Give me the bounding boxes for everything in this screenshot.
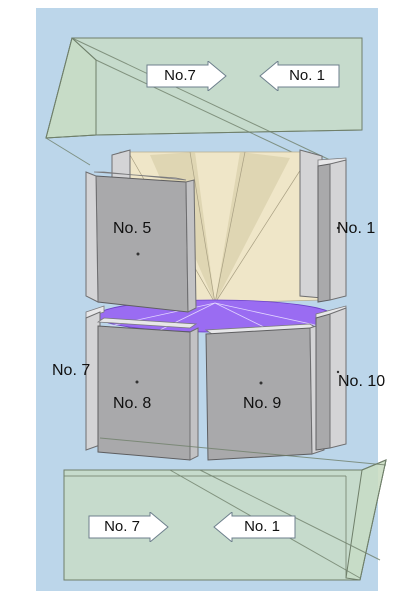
top-arrow-no7-label: No.7 (164, 67, 196, 84)
block-no1 (317, 157, 347, 303)
block-no9 (204, 323, 325, 461)
label-no8: No. 8 (113, 395, 152, 412)
center-dot-no9 (259, 381, 263, 385)
top-arrow-no1-label: No. 1 (289, 67, 325, 84)
center-dot-no1 (336, 226, 340, 230)
center-dot-no5 (136, 252, 140, 256)
top-arrow-no1: No. 1 (258, 61, 340, 91)
block-no10 (315, 305, 347, 451)
center-dot-no10 (336, 370, 340, 374)
top-prism (45, 37, 363, 171)
bottom-arrow-no7: No. 7 (88, 512, 170, 542)
label-no5: No. 5 (113, 220, 152, 237)
label-no1: No. 1 (337, 220, 376, 237)
label-no10: No. 10 (338, 373, 386, 390)
label-no7: No. 7 (52, 362, 91, 379)
bottom-arrow-no7-label: No. 7 (104, 518, 140, 535)
top-arrow-no7: No.7 (146, 61, 228, 91)
block-no8 (96, 317, 199, 461)
block-no5 (85, 171, 197, 313)
bottom-arrow-no1-label: No. 1 (244, 518, 280, 535)
center-dot-no8 (135, 380, 139, 384)
label-no9: No. 9 (243, 395, 282, 412)
bottom-arrow-no1: No. 1 (212, 512, 296, 542)
